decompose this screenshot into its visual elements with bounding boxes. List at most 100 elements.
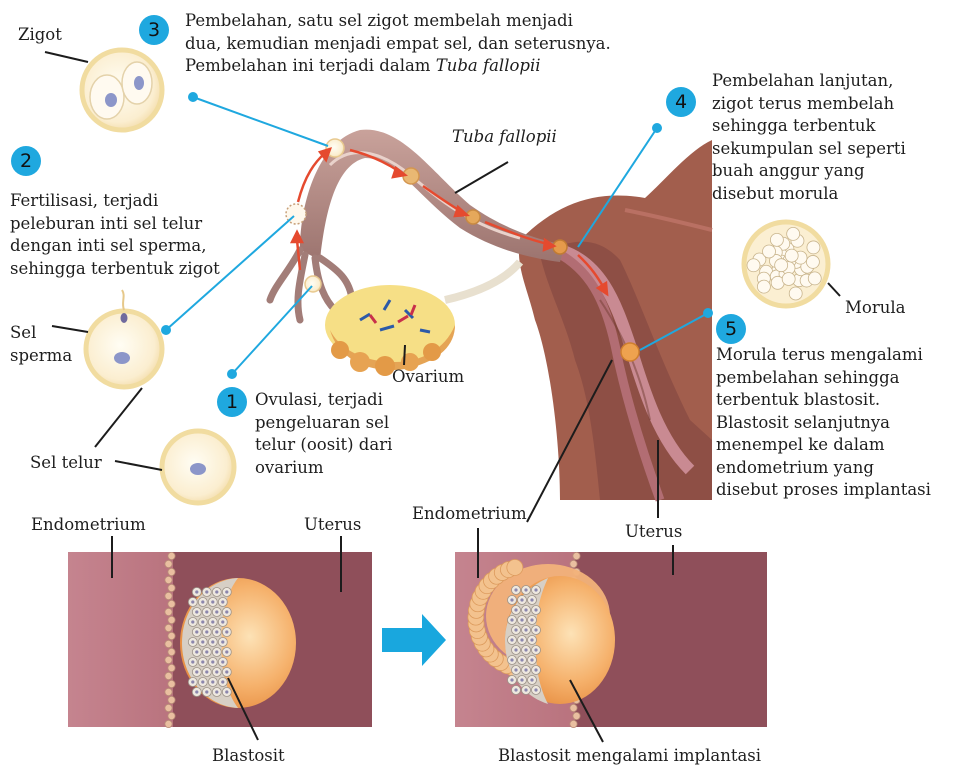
cell-texture: [215, 610, 218, 613]
cell-texture: [570, 560, 577, 567]
cell-texture: [168, 584, 175, 591]
cell-texture: [205, 650, 208, 653]
step-1-badge: 1: [217, 387, 247, 417]
label-blastosit-implantasi: Blastosit mengalami implantasi: [498, 745, 761, 767]
cell-texture: [534, 608, 537, 611]
cell-texture: [211, 600, 214, 603]
cell-texture: [524, 608, 527, 611]
cell-texture: [782, 272, 795, 285]
cell-texture: [520, 598, 523, 601]
cell-texture: [165, 720, 172, 727]
cell-texture: [514, 648, 517, 651]
cell-texture: [510, 678, 513, 681]
cell-texture: [510, 658, 513, 661]
cell-texture: [787, 227, 800, 240]
cell-texture: [168, 600, 175, 607]
cell-texture: [168, 648, 175, 655]
cell-texture: [201, 620, 204, 623]
cell-texture: [757, 280, 770, 293]
cell-texture: [530, 618, 533, 621]
cell-texture: [191, 600, 194, 603]
cell-texture: [195, 650, 198, 653]
uterus-illustration: [519, 140, 712, 500]
cell-texture: [524, 628, 527, 631]
cell-texture: [534, 628, 537, 631]
implantasi-panel: [455, 552, 767, 728]
cell-texture: [191, 620, 194, 623]
cell-texture: [221, 620, 224, 623]
cell-texture: [165, 688, 172, 695]
cell-texture: [201, 600, 204, 603]
cell-texture: [573, 712, 580, 719]
cell-texture: [165, 576, 172, 583]
step-3-body: Pembelahan, satu sel zigot membelah menj…: [185, 11, 611, 75]
cell-texture: [534, 688, 537, 691]
blastosit-panel: [68, 552, 372, 728]
label-sel-sperma: Sel sperma: [10, 322, 72, 367]
label-zigot: Zigot: [18, 24, 62, 46]
cell-texture: [514, 668, 517, 671]
cell-texture: [205, 670, 208, 673]
cell-texture: [215, 650, 218, 653]
cell-texture: [205, 590, 208, 593]
cell-texture: [215, 630, 218, 633]
cell-texture: [168, 712, 175, 719]
step-3-text: Pembelahan, satu sel zigot membelah menj…: [185, 10, 611, 78]
label-uterus-left: Uterus: [304, 514, 361, 536]
step-4-badge: 4: [666, 87, 696, 117]
cell-texture: [510, 598, 513, 601]
label-endometrium-top: Endometrium: [412, 503, 527, 525]
cell-texture: [221, 600, 224, 603]
cell-texture: [510, 618, 513, 621]
step-2-badge: 2: [11, 146, 41, 176]
cell-texture: [215, 690, 218, 693]
cell-texture: [510, 638, 513, 641]
cell-texture: [165, 592, 172, 599]
label-tuba-fallopii: Tuba fallopii: [452, 126, 557, 148]
cell-texture: [747, 259, 760, 272]
morula-cell: [744, 222, 828, 306]
cell-texture: [530, 598, 533, 601]
cell-texture: [205, 630, 208, 633]
cell-texture: [534, 648, 537, 651]
cell-texture: [520, 618, 523, 621]
step-5-badge: 5: [716, 314, 746, 344]
cell-texture: [785, 249, 798, 262]
cell-texture: [514, 628, 517, 631]
step-2-text: Fertilisasi, terjadi peleburan inti sel …: [10, 190, 220, 280]
cell-texture: [195, 630, 198, 633]
step-5-text: Morula terus mengalami pembelahan sehing…: [716, 344, 931, 502]
cell-texture: [806, 255, 819, 268]
cell-texture: [211, 680, 214, 683]
sel-sperma-cell: [86, 290, 162, 387]
cell-texture: [165, 704, 172, 711]
cell-texture: [520, 678, 523, 681]
cell-texture: [570, 704, 577, 711]
cell-texture: [211, 660, 214, 663]
cell-texture: [165, 624, 172, 631]
cell-texture: [168, 680, 175, 687]
label-endometrium-left: Endometrium: [31, 514, 146, 536]
cell-texture: [195, 690, 198, 693]
cell-texture: [524, 648, 527, 651]
cell-texture: [530, 638, 533, 641]
cell-texture: [168, 696, 175, 703]
cell-texture: [520, 658, 523, 661]
cell-texture: [770, 233, 783, 246]
label-morula: Morula: [845, 297, 905, 319]
cell-texture: [570, 720, 577, 727]
label-uterus-top: Uterus: [625, 521, 682, 543]
cell-texture: [530, 658, 533, 661]
cell-texture: [201, 660, 204, 663]
cell-texture: [191, 640, 194, 643]
cell-texture: [514, 688, 517, 691]
cell-texture: [225, 630, 228, 633]
cell-texture: [221, 640, 224, 643]
cell-texture: [191, 680, 194, 683]
step-3-badge: 3: [139, 15, 169, 45]
cell-texture: [789, 287, 802, 300]
cell-texture: [211, 640, 214, 643]
cell-texture: [808, 272, 821, 285]
cell-texture: [215, 670, 218, 673]
label-ovarium: Ovarium: [392, 366, 464, 388]
